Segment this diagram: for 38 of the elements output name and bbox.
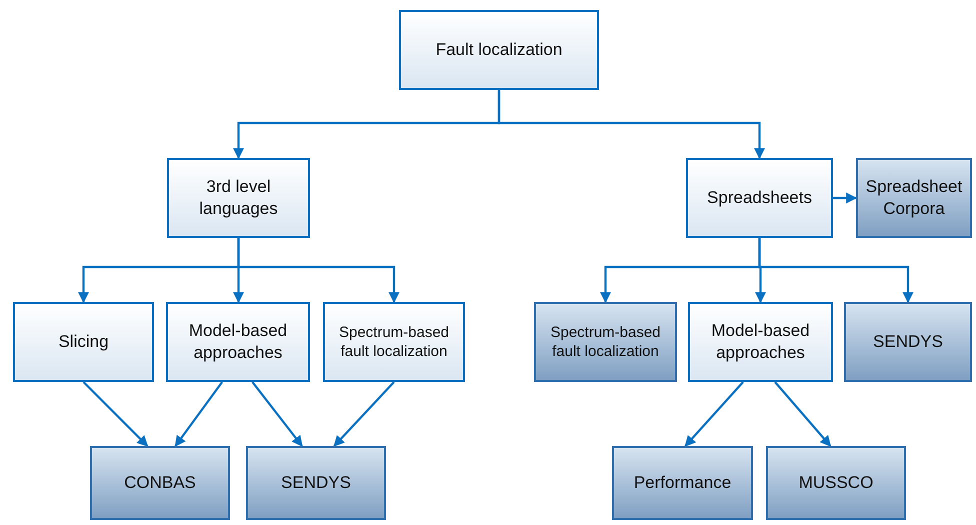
arrow <box>833 192 858 204</box>
arrow <box>237 238 400 304</box>
box-label: CONBAS <box>124 472 196 494</box>
tool-box <box>246 446 386 520</box>
category-box <box>13 302 154 382</box>
category-box <box>688 302 833 382</box>
box-label: 3rd level languages <box>198 176 279 220</box>
box-label: Spectrum-based fault localization <box>549 322 662 362</box>
arrow <box>333 381 395 447</box>
box-label: Spreadsheet Corpora <box>864 176 964 220</box>
category-box <box>399 10 599 90</box>
tool-box <box>534 302 677 382</box>
category-box <box>686 158 833 238</box>
box-label: Spreadsheets <box>707 186 812 209</box>
category-box <box>166 302 310 382</box>
box-label: Slicing <box>58 330 109 353</box>
arrow <box>684 381 744 447</box>
tool-box <box>844 302 972 382</box>
category-box <box>167 158 310 238</box>
box-label: Model-based approaches <box>188 320 288 364</box>
box-label: Performance <box>634 472 732 494</box>
box-label: SENDYS <box>281 472 351 494</box>
arrow <box>758 238 914 304</box>
box-label: SENDYS <box>873 330 943 353</box>
tool-box <box>90 446 230 520</box>
box-label: MUSSCO <box>798 472 874 494</box>
arrow <box>82 381 148 447</box>
box-label: Fault localization <box>436 38 562 61</box>
tool-box <box>612 446 753 520</box>
arrow <box>174 381 224 447</box>
arrow <box>498 90 765 160</box>
tool-box <box>856 158 972 238</box>
category-box <box>323 302 465 382</box>
arrow <box>774 381 832 447</box>
box-label: Spectrum-based fault localization <box>338 322 450 362</box>
arrow <box>252 381 303 447</box>
tool-box <box>766 446 906 520</box>
box-label: Model-based approaches <box>710 320 811 364</box>
